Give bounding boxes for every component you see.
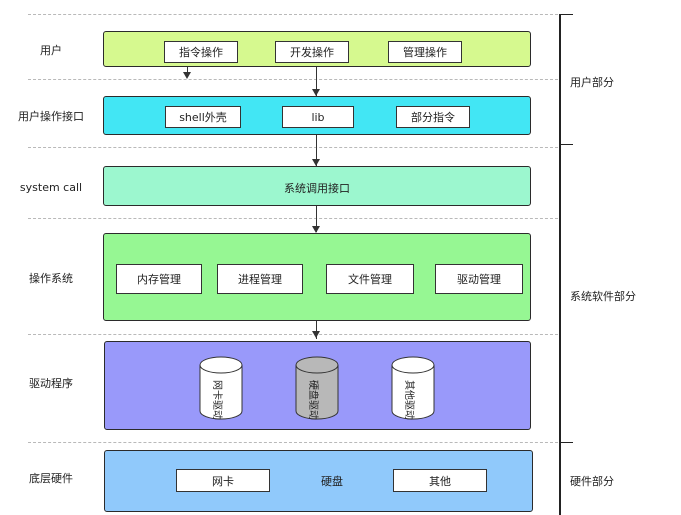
arrow-head [312,226,320,233]
arrow-head [312,331,320,338]
connector-line [316,134,317,166]
interface-band: shell外壳 lib 部分指令 [103,96,531,135]
connector-line [316,66,317,96]
connector-line [316,321,317,339]
bracket-system-software [559,144,573,443]
group-label-user-part: 用户部分 [570,76,614,89]
syscall-band: 系统调用接口 [103,166,531,206]
arrow-head [312,159,320,166]
layer-label-user: 用户 [40,44,62,57]
separator-line [28,334,558,335]
os-memory-management: 内存管理 [116,264,202,294]
separator-line [28,147,558,148]
user-op-develop: 开发操作 [275,41,349,63]
driver-band: 网卡驱动 硬盘驱动 其他驱动 [104,341,531,430]
driver-other-cylinder: 其他驱动 [391,356,435,420]
user-op-command: 指令操作 [164,41,238,63]
driver-other-label: 其他驱动 [403,380,414,420]
interface-lib: lib [282,106,354,128]
hardware-disk: 硬盘 [321,474,343,488]
separator-line [28,442,558,443]
group-label-hardware-part: 硬件部分 [570,475,614,488]
layer-label-driver: 驱动程序 [29,377,73,390]
bracket-hardware-part [559,442,573,515]
group-label-system-software: 系统软件部分 [570,290,636,303]
separator-line [28,14,558,15]
user-band: 指令操作 开发操作 管理操作 [103,31,531,67]
separator-line [28,79,558,80]
os-process-management: 进程管理 [217,264,303,294]
hardware-nic: 网卡 [176,469,270,492]
cylinder-shape [391,356,435,420]
interface-shell: shell外壳 [165,106,241,128]
bracket-user-part [559,14,573,145]
driver-disk-label: 硬盘驱动 [307,380,318,420]
hardware-band: 网卡 硬盘 其他 [104,450,533,512]
os-driver-management: 驱动管理 [435,264,523,294]
syscall-interface-label: 系统调用接口 [284,182,350,195]
arrow-head [312,89,320,96]
driver-disk-cylinder: 硬盘驱动 [295,356,339,420]
connector-line [316,206,317,232]
layer-label-hardware: 底层硬件 [29,472,73,485]
os-file-management: 文件管理 [326,264,414,294]
layer-label-user-interface: 用户操作接口 [18,110,84,123]
separator-line [28,218,558,219]
driver-network-cylinder: 网卡驱动 [199,356,243,420]
hardware-other: 其他 [393,469,487,492]
os-band: 内存管理 进程管理 文件管理 驱动管理 [103,233,531,321]
arrow-head [183,72,191,79]
driver-network-label: 网卡驱动 [211,380,222,420]
layer-label-system-call: system call [19,181,83,194]
cylinder-shape [199,356,243,420]
cylinder-shape [295,356,339,420]
user-op-manage: 管理操作 [388,41,462,63]
layer-label-os: 操作系统 [29,272,73,285]
connector-line [187,66,188,74]
interface-partial-commands: 部分指令 [396,106,470,128]
